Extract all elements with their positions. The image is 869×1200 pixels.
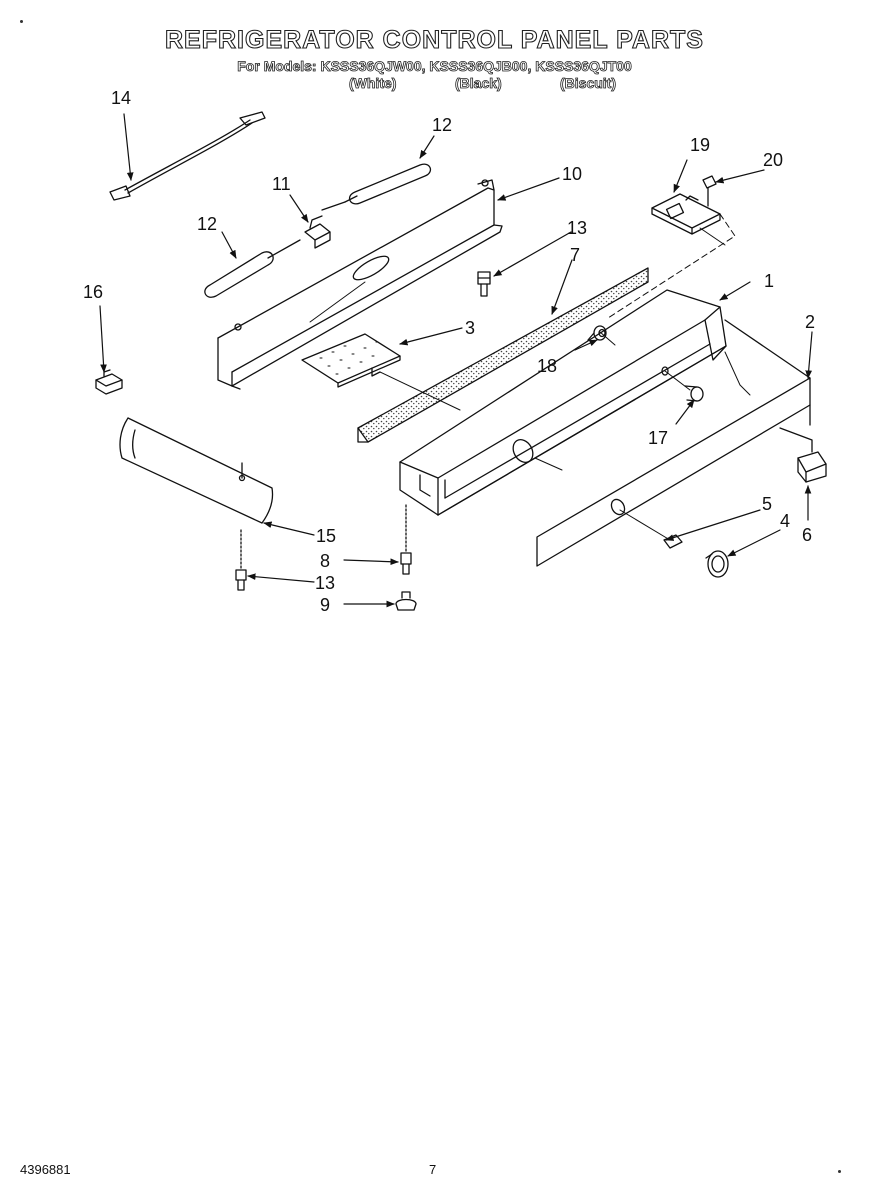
screw-13-lower-part [235,529,247,591]
control-bracket-part [217,179,503,390]
control-housing-part [399,289,727,516]
clip-5-part [663,534,683,549]
color-black: (Black) [455,75,502,92]
callout-15: 15 [316,526,336,546]
callout-12-upper: 12 [432,115,452,135]
callout-5: 5 [762,494,772,514]
switch-module-part [651,193,721,235]
trim-15-part [119,417,274,524]
callout-13-lower: 13 [315,573,335,593]
control-board-part [301,333,401,388]
clip-part [304,215,331,249]
callout-8: 8 [320,551,330,571]
callout-1: 1 [764,271,774,291]
callout-10: 10 [562,164,582,184]
screw-upper-part [477,271,491,297]
foam-gasket-part [357,267,649,443]
scan-speck [838,1170,841,1173]
scan-speck [20,20,23,23]
front-panel-overlay-part [536,319,811,567]
callout-9: 9 [320,595,330,615]
callout-4: 4 [780,511,790,531]
screw-20-part [702,175,717,207]
models-line: For Models: KSSS36QJW00, KSSS36QJB00, KS… [237,58,632,75]
callout-13-upper: 13 [567,218,587,238]
knob-18-part [587,325,607,341]
button-4-part [705,550,729,578]
callout-3: 3 [465,318,475,338]
document-number: 4396881 [20,1162,71,1177]
page-title: REFRIGERATOR CONTROL PANEL PARTS [164,25,704,54]
callout-20: 20 [763,150,783,170]
callout-19: 19 [690,135,710,155]
page-number: 7 [429,1162,437,1177]
callout-2: 2 [805,312,815,332]
thermistor-lower-part [204,239,301,298]
screw-8-part [400,504,412,575]
callout-12-lower: 12 [197,214,217,234]
callout-11: 11 [272,174,291,194]
wire-harness-part [109,111,266,201]
callout-7: 7 [570,245,580,265]
callout-16: 16 [83,282,103,302]
thermistor-upper-part [321,163,432,211]
clip-16-part [95,369,123,395]
color-white: (White) [349,75,397,92]
callout-14: 14 [111,88,131,108]
callout-18: 18 [537,356,557,376]
foot-9-part [395,591,417,611]
rocker-switch-part [779,427,827,483]
callout-6: 6 [802,525,812,545]
callout-17: 17 [648,428,668,448]
color-biscuit: (Biscuit) [560,75,617,92]
